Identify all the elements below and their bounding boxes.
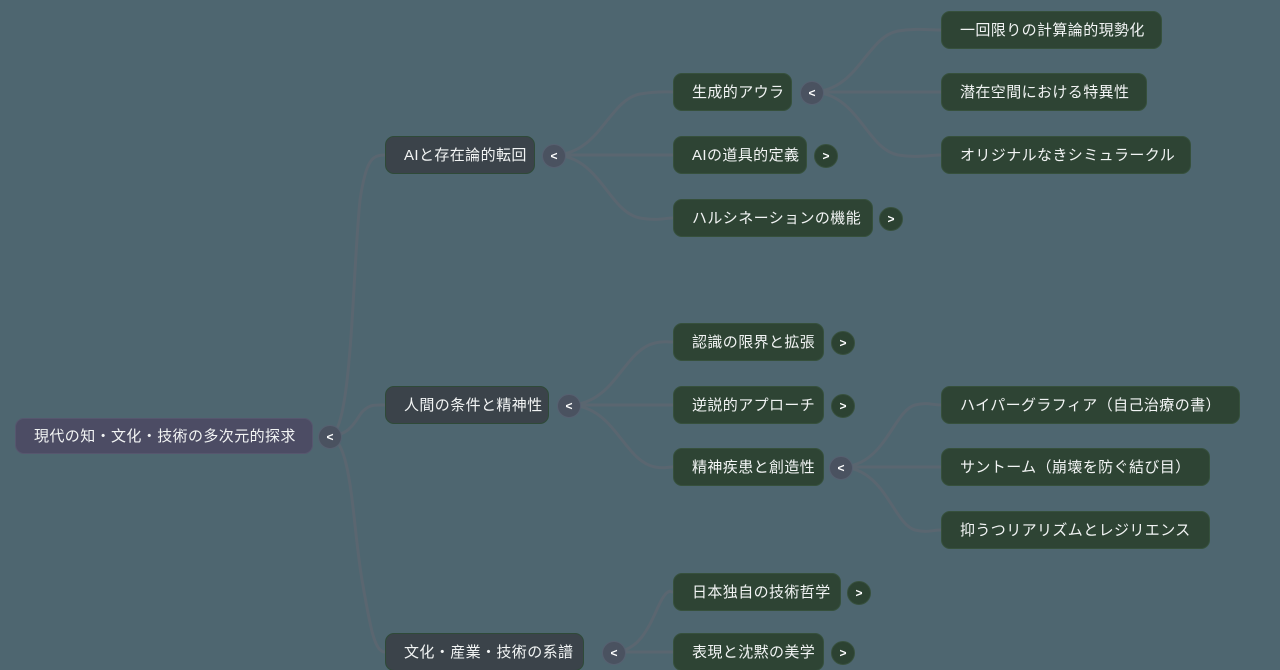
toggle-b1c2-chevron-right-icon[interactable]: > bbox=[814, 144, 838, 168]
mindmap-node-label: ハルシネーションの機能 bbox=[692, 209, 862, 227]
mindmap-node-label: オリジナルなきシミュラークル bbox=[960, 146, 1176, 164]
mindmap-edge bbox=[551, 90, 675, 157]
toggle-b2c3-chevron-left-icon[interactable]: < bbox=[829, 456, 853, 480]
toggle-b2c2-chevron-right-icon[interactable]: > bbox=[831, 394, 855, 418]
toggle-b2-chevron-left-icon[interactable]: < bbox=[557, 394, 581, 418]
mindmap-edge bbox=[327, 434, 387, 654]
mindmap-node-root[interactable]: 現代の知・文化・技術の多次元的探求 bbox=[15, 418, 313, 454]
toggle-b1c1-chevron-left-icon[interactable]: < bbox=[800, 81, 824, 105]
mindmap-node-label: 逆説的アプローチ bbox=[692, 396, 816, 414]
toggle-b3c2-chevron-right-icon[interactable]: > bbox=[831, 641, 855, 665]
toggle-b2c1-chevron-right-icon[interactable]: > bbox=[831, 331, 855, 355]
mindmap-node-label: 生成的アウラ bbox=[692, 83, 785, 101]
toggle-b1-chevron-left-icon[interactable]: < bbox=[542, 144, 566, 168]
toggle-b1c3-chevron-right-icon[interactable]: > bbox=[879, 207, 903, 231]
mindmap-node-b1c3[interactable]: ハルシネーションの機能 bbox=[673, 199, 873, 237]
mindmap-edge bbox=[566, 403, 675, 470]
mindmap-node-b3c2[interactable]: 表現と沈黙の美学 bbox=[673, 633, 824, 670]
mindmap-node-label: 現代の知・文化・技術の多次元的探求 bbox=[34, 427, 296, 445]
mindmap-node-b2c2[interactable]: 逆説的アプローチ bbox=[673, 386, 824, 424]
mindmap-node-b1c1g2[interactable]: 潜在空間における特異性 bbox=[941, 73, 1147, 111]
toggle-b3c1-chevron-right-icon[interactable]: > bbox=[847, 581, 871, 605]
mindmap-node-b3[interactable]: 文化・産業・技術の系譜 bbox=[385, 633, 584, 670]
mindmap-node-b1c1g1[interactable]: 一回限りの計算論的現勢化 bbox=[941, 11, 1162, 49]
mindmap-node-b1c1g3[interactable]: オリジナルなきシミュラークル bbox=[941, 136, 1191, 174]
mindmap-node-label: サントーム（崩壊を防ぐ結び目） bbox=[960, 458, 1191, 476]
mindmap-node-label: 抑うつリアリズムとレジリエンス bbox=[960, 521, 1191, 539]
mindmap-node-b3c1[interactable]: 日本独自の技術哲学 bbox=[673, 573, 841, 611]
mindmap-node-b1c1[interactable]: 生成的アウラ bbox=[673, 73, 792, 111]
mindmap-node-label: 文化・産業・技術の系譜 bbox=[404, 643, 574, 661]
mindmap-edge bbox=[838, 465, 943, 533]
mindmap-edge bbox=[551, 153, 675, 221]
mindmap-node-b2c3g1[interactable]: ハイパーグラフィア（自己治療の書） bbox=[941, 386, 1240, 424]
toggle-b3-chevron-left-icon[interactable]: < bbox=[602, 641, 626, 665]
mindmap-edge bbox=[327, 153, 387, 438]
mindmap-node-label: 潜在空間における特異性 bbox=[960, 83, 1130, 101]
toggle-root-chevron-left-icon[interactable]: < bbox=[318, 425, 342, 449]
mindmap-node-label: 一回限りの計算論的現勢化 bbox=[960, 21, 1145, 39]
mindmap-node-label: 精神疾患と創造性 bbox=[692, 458, 816, 476]
mindmap-edge bbox=[611, 589, 675, 654]
mindmap-node-label: 認識の限界と拡張 bbox=[692, 333, 816, 351]
mindmap-node-label: AIと存在論的転回 bbox=[404, 146, 527, 164]
mindmap-node-b2[interactable]: 人間の条件と精神性 bbox=[385, 386, 549, 424]
mindmap-node-b2c3g3[interactable]: 抑うつリアリズムとレジリエンス bbox=[941, 511, 1210, 549]
mindmap-edge bbox=[809, 27, 943, 94]
mindmap-node-label: 日本独自の技術哲学 bbox=[692, 583, 831, 601]
mindmap-edge bbox=[838, 402, 943, 469]
mindmap-node-b2c1[interactable]: 認識の限界と拡張 bbox=[673, 323, 824, 361]
mindmap-edge bbox=[566, 340, 675, 407]
mindmap-node-label: ハイパーグラフィア（自己治療の書） bbox=[960, 396, 1221, 414]
mindmap-node-b2c3g2[interactable]: サントーム（崩壊を防ぐ結び目） bbox=[941, 448, 1210, 486]
mindmap-node-label: 表現と沈黙の美学 bbox=[692, 643, 816, 661]
mindmap-node-b2c3[interactable]: 精神疾患と創造性 bbox=[673, 448, 824, 486]
mindmap-node-b1[interactable]: AIと存在論的転回 bbox=[385, 136, 535, 174]
mindmap-node-b1c2[interactable]: AIの道具的定義 bbox=[673, 136, 807, 174]
mindmap-node-label: AIの道具的定義 bbox=[692, 146, 800, 164]
mindmap-node-label: 人間の条件と精神性 bbox=[404, 396, 543, 414]
